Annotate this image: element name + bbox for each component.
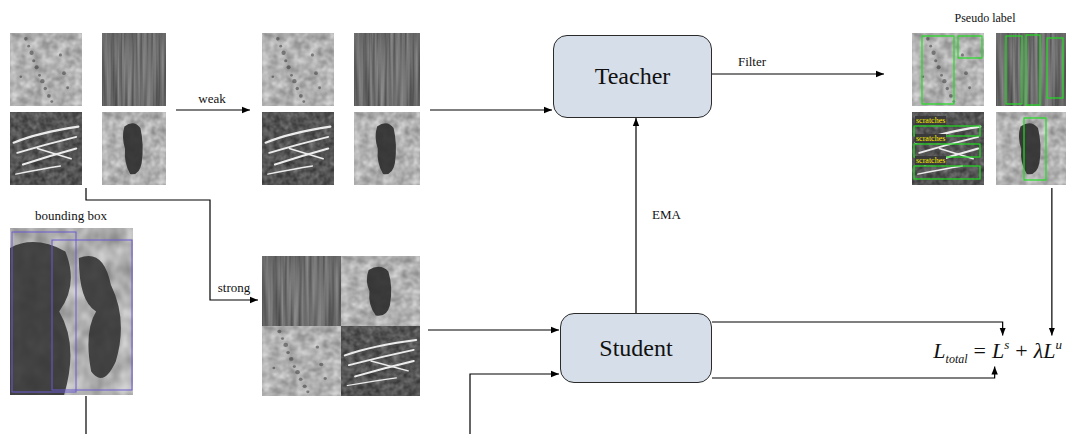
bbox (12, 232, 76, 392)
ground-truth-boxes (12, 232, 132, 392)
defect-image (102, 112, 166, 185)
defect-image (912, 112, 984, 185)
class-tag: scratches (915, 116, 946, 125)
loss-arrow (712, 322, 1003, 336)
flow-arrow (176, 109, 250, 110)
flow-arrow (430, 109, 552, 110)
defect-image (102, 33, 166, 106)
labeled-image (10, 228, 133, 395)
formula-term: L (933, 338, 945, 363)
flow-arrow (712, 73, 884, 74)
defect-image (262, 33, 334, 106)
defect-image (262, 326, 341, 396)
flow-line (85, 396, 86, 434)
model-name: Student (599, 335, 672, 362)
augmentation-label: strong (218, 281, 251, 296)
pseudo-box (914, 166, 980, 179)
formula-term: u (1056, 337, 1063, 352)
defect-image (341, 256, 420, 326)
defect-image (354, 112, 420, 185)
input-images (10, 33, 166, 185)
weak-images (262, 33, 420, 185)
class-tag: scratches (915, 134, 946, 143)
pseudo-box (1026, 35, 1040, 105)
flow-arrow (86, 188, 258, 300)
step-label: Filter (738, 55, 766, 70)
defect-image (10, 33, 82, 106)
formula-term: total (946, 352, 968, 366)
pseudo-box (922, 36, 954, 104)
flow-arrow (428, 329, 559, 330)
defect-image (912, 33, 984, 106)
formula-term: + (1015, 338, 1027, 363)
pseudo-box (1047, 38, 1063, 98)
formula-term: = (974, 338, 986, 363)
defect-image (996, 112, 1066, 185)
class-tag: scratches (915, 156, 946, 165)
model-name: Teacher (595, 63, 671, 90)
formula-term: λL (1034, 338, 1056, 363)
student-model-box: Student (560, 313, 712, 383)
edge-label: EMA (650, 208, 683, 223)
pseudo-box (958, 36, 982, 58)
augmentation-label: weak (198, 92, 225, 107)
image-group-title: bounding box (35, 209, 107, 224)
formula-term: s (1004, 337, 1009, 352)
loss-arrow (712, 367, 995, 379)
defect-image (10, 112, 82, 185)
flow-arrow (470, 374, 559, 434)
teacher-model-box: Teacher (553, 35, 712, 118)
pseudo-label-images (912, 33, 1066, 185)
image-group-title: Pseudo label (955, 12, 1016, 26)
defect-image (262, 256, 341, 326)
defect-image (354, 33, 420, 106)
update-arrow (635, 118, 636, 313)
strong-mosaic (262, 256, 420, 396)
pseudo-box (1006, 36, 1022, 104)
flow-lines (86, 74, 1052, 434)
loss-formula: Ltotal=Ls+λLu (933, 338, 1062, 365)
defect-image (996, 33, 1066, 106)
defect-image (262, 112, 334, 185)
pseudo-box (1024, 118, 1046, 180)
loss-arrow (1051, 188, 1052, 336)
formula-term: L (992, 338, 1004, 363)
bbox (52, 240, 132, 390)
pseudo-boxes (914, 35, 1063, 180)
defect-image (341, 326, 420, 396)
